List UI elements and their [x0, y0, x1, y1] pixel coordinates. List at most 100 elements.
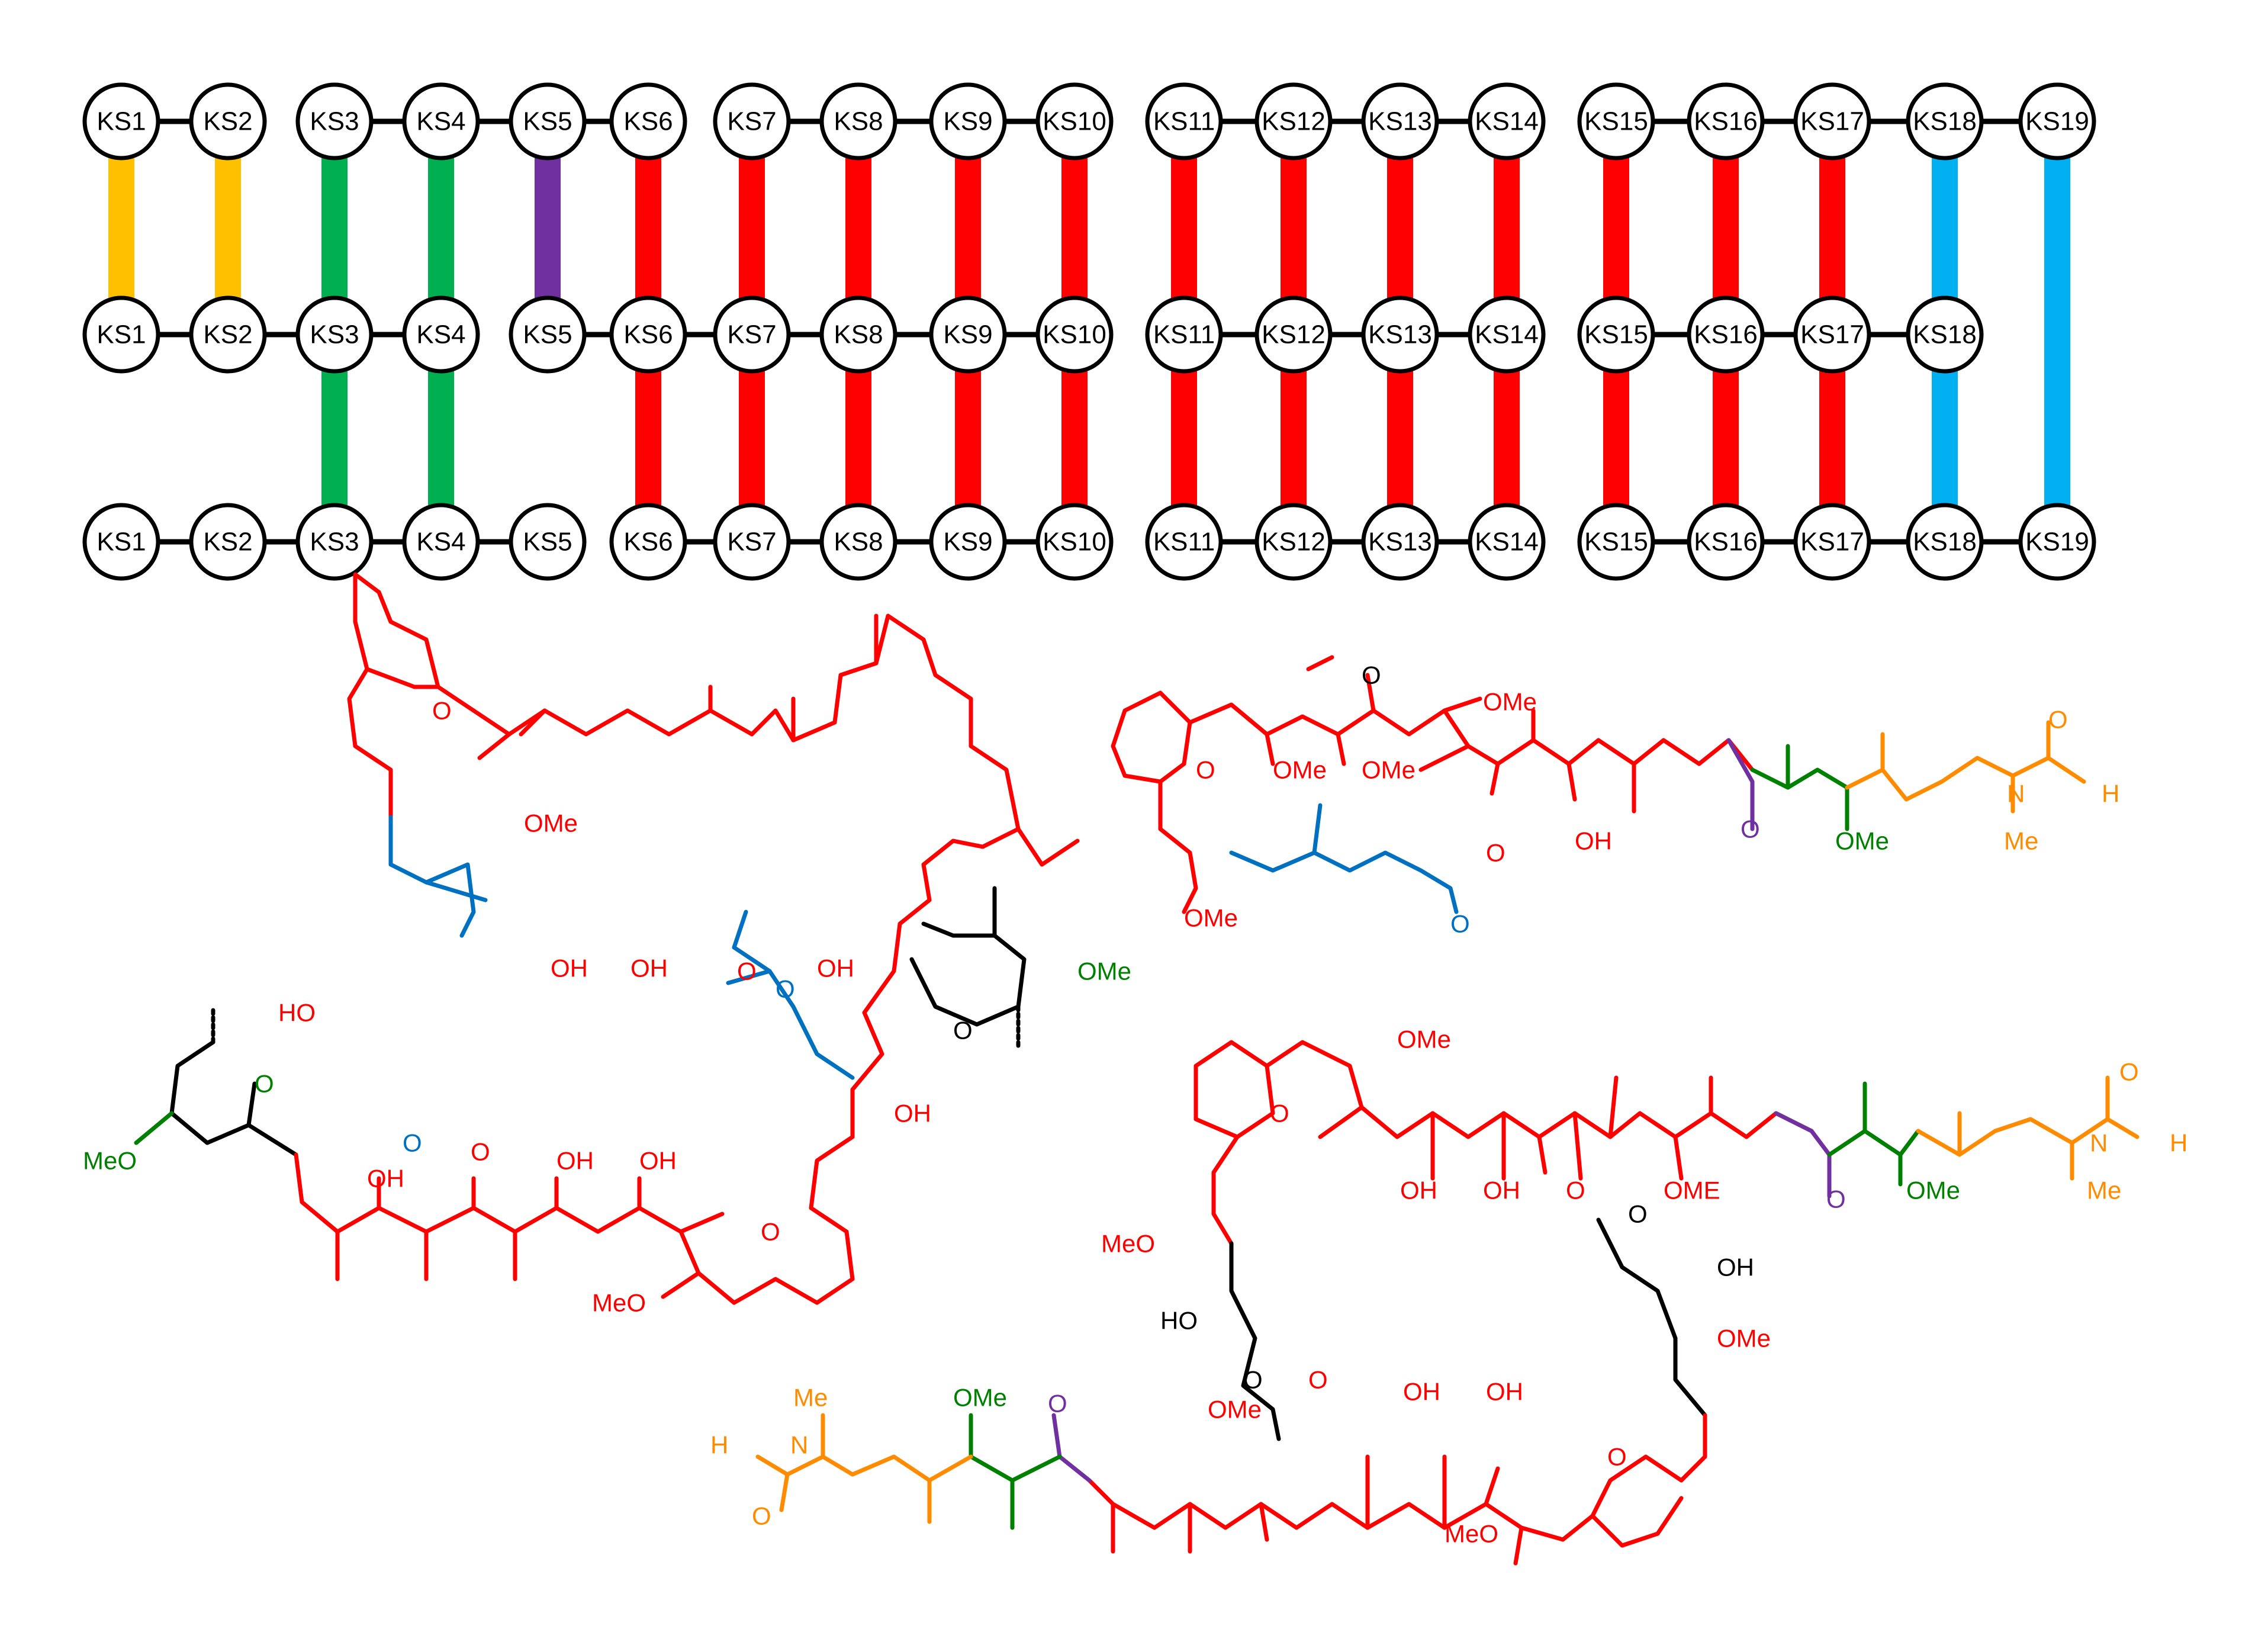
atom-label-o: O — [1607, 1443, 1627, 1471]
ks-node-label: KS7 — [727, 320, 776, 349]
atom-label-oh: OH — [1486, 1378, 1523, 1406]
ks-node-label: KS1 — [96, 528, 146, 557]
ks-node-circle — [819, 295, 897, 374]
atom-label-o: O — [752, 1502, 771, 1530]
bottom-right-orange-upper — [1916, 1075, 2140, 1181]
ks-node-top-ks8: KS8 — [819, 82, 897, 160]
ks-node-circle — [929, 295, 1007, 374]
macrolide-structure-top-right — [1111, 655, 2086, 914]
atom-label-ome: OMe — [1483, 688, 1537, 716]
atom-label-o: O — [953, 1017, 973, 1045]
atom-label-oh: OH — [367, 1165, 404, 1193]
ks-node-circle — [819, 82, 897, 160]
atom-label-o: O — [2048, 706, 2068, 734]
atom-label-meo: MeO — [1445, 1520, 1498, 1548]
ks-node-label: KS16 — [1694, 107, 1758, 136]
atom-label-meo: MeO — [1101, 1230, 1155, 1258]
ks-node-circle — [609, 82, 687, 160]
atom-label-ho: HO — [1160, 1307, 1198, 1335]
ks-node-circle — [1145, 503, 1223, 581]
ks-node-label: KS1 — [96, 320, 146, 349]
ks-node-label: KS10 — [1043, 107, 1106, 136]
ks-node-circle — [819, 503, 897, 581]
atom-label-ome: OMe — [1184, 904, 1238, 932]
ks-node-top-ks2: KS2 — [189, 82, 267, 160]
atom-label-ome: OMe — [1208, 1396, 1262, 1424]
ks-node-circle — [1577, 503, 1655, 581]
atom-label-o: O — [1196, 756, 1215, 784]
ks-node-top-ks4: KS4 — [402, 82, 480, 160]
ks-node-middle-ks12: KS12 — [1254, 295, 1333, 374]
ks-node-label: KS6 — [623, 320, 673, 349]
ks-node-label: KS8 — [834, 320, 883, 349]
left-molecule-pyran-right — [909, 886, 1027, 1050]
ks-node-circle — [1687, 82, 1765, 160]
ks-node-top-ks12: KS12 — [1254, 82, 1333, 160]
atom-label-h: H — [2170, 1129, 2187, 1157]
ks-node-circle — [295, 295, 374, 374]
ks-node-label: KS18 — [1913, 528, 1977, 557]
atom-label-oh: OH — [551, 955, 588, 982]
ks-node-label: KS12 — [1262, 320, 1326, 349]
ks-node-circle — [402, 503, 480, 581]
ks-node-circle — [1361, 82, 1439, 160]
ks-node-middle-ks10: KS10 — [1035, 295, 1114, 374]
ks-node-label: KS16 — [1694, 320, 1758, 349]
ks-node-bottom-ks4: KS4 — [402, 503, 480, 581]
ks-node-label: KS12 — [1262, 528, 1326, 557]
ks-node-bottom-ks8: KS8 — [819, 503, 897, 581]
top-right-green-segment — [1750, 744, 1849, 831]
atom-label-o: O — [1308, 1366, 1328, 1394]
atom-label-oh: OH — [1483, 1177, 1520, 1204]
ks-node-bottom-ks5: KS5 — [509, 503, 587, 581]
ks-node-label: KS4 — [416, 528, 465, 557]
ks-node-bottom-ks15: KS15 — [1577, 503, 1655, 581]
atom-label-me: Me — [2004, 827, 2038, 855]
ks-node-label: KS9 — [943, 320, 992, 349]
atom-label-oh: OH — [1400, 1177, 1437, 1204]
ks-node-circle — [1793, 295, 1871, 374]
ks-node-label: KS17 — [1800, 107, 1864, 136]
ks-node-label: KS3 — [310, 107, 359, 136]
top-right-enamide-orange — [1845, 720, 2086, 814]
ks-node-label: KS18 — [1913, 107, 1977, 136]
ks-node-label: KS7 — [727, 528, 776, 557]
ks-node-circle — [1793, 82, 1871, 160]
ks-node-circle — [82, 503, 160, 581]
ks-node-top-ks9: KS9 — [929, 82, 1007, 160]
ks-node-label: KS6 — [623, 528, 673, 557]
ks-node-top-ks7: KS7 — [713, 82, 791, 160]
atom-label-n: N — [790, 1431, 808, 1459]
ks-node-circle — [1145, 82, 1223, 160]
ks-node-middle-ks15: KS15 — [1577, 295, 1655, 374]
atom-label-oh: OH — [817, 955, 854, 982]
ks-node-circle — [402, 82, 480, 160]
ks-node-label: KS9 — [943, 107, 992, 136]
ks-node-label: KS2 — [203, 320, 252, 349]
ks-node-middle-ks17: KS17 — [1793, 295, 1871, 374]
ks-node-circle — [1793, 503, 1871, 581]
atom-label-o: O — [403, 1129, 422, 1157]
atom-label-h: H — [2102, 780, 2119, 808]
ks-node-middle-ks9: KS9 — [929, 295, 1007, 374]
bottom-right-linkers-black — [1229, 1217, 1707, 1441]
ks-node-middle-ks18: KS18 — [1906, 295, 1984, 374]
atom-label-o: O — [1826, 1185, 1846, 1213]
ks-node-label: KS5 — [523, 107, 572, 136]
atom-label-oh: OH — [1403, 1378, 1440, 1406]
ks-node-bottom-ks6: KS6 — [609, 503, 687, 581]
atom-label-o: O — [255, 1070, 274, 1098]
atom-label-o: O — [2119, 1058, 2139, 1086]
ks-node-label: KS13 — [1368, 528, 1432, 557]
atom-label-o: O — [1362, 661, 1381, 689]
atom-label-oh: OH — [639, 1147, 677, 1175]
atom-label-o: O — [1566, 1177, 1585, 1204]
left-pyran-ring — [134, 1004, 298, 1157]
ks-node-circle — [713, 295, 791, 374]
atom-label-o: O — [1450, 910, 1470, 938]
atom-label-meo: MeO — [83, 1147, 137, 1175]
ks-node-label: KS1 — [96, 107, 146, 136]
ks-node-label: KS8 — [834, 107, 883, 136]
